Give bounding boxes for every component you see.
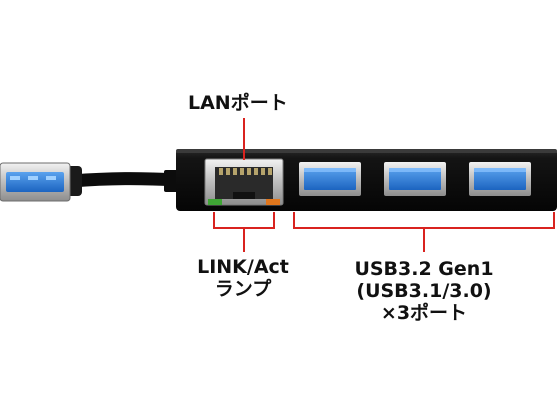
usb-port-2 xyxy=(384,162,446,196)
link-act-label-line2: ランプ xyxy=(214,278,272,300)
link-act-label-line1: LINK/Act xyxy=(197,256,289,278)
usb-label-line1: USB3.2 Gen1 xyxy=(354,258,494,280)
usb-a-plug xyxy=(0,162,71,202)
led-callout-bracket xyxy=(213,212,275,229)
callout-lines xyxy=(213,118,555,252)
usb-label-line3: ×3ポート xyxy=(380,302,468,324)
usb-label-line2: (USB3.1/3.0) xyxy=(356,280,492,302)
usb-ports-label: USB3.2 Gen1 (USB3.1/3.0) ×3ポート xyxy=(338,258,510,324)
act-led-orange xyxy=(266,199,280,205)
link-led-green xyxy=(208,199,222,205)
lan-port-label: LANポート xyxy=(188,92,288,114)
usb-port-3 xyxy=(469,162,531,196)
usb-callout-bracket xyxy=(293,212,555,229)
lan-port xyxy=(204,158,284,206)
usb-cable xyxy=(60,166,182,196)
link-act-lamp-label: LINK/Act ランプ xyxy=(182,256,304,300)
usb-port-1 xyxy=(299,162,361,196)
